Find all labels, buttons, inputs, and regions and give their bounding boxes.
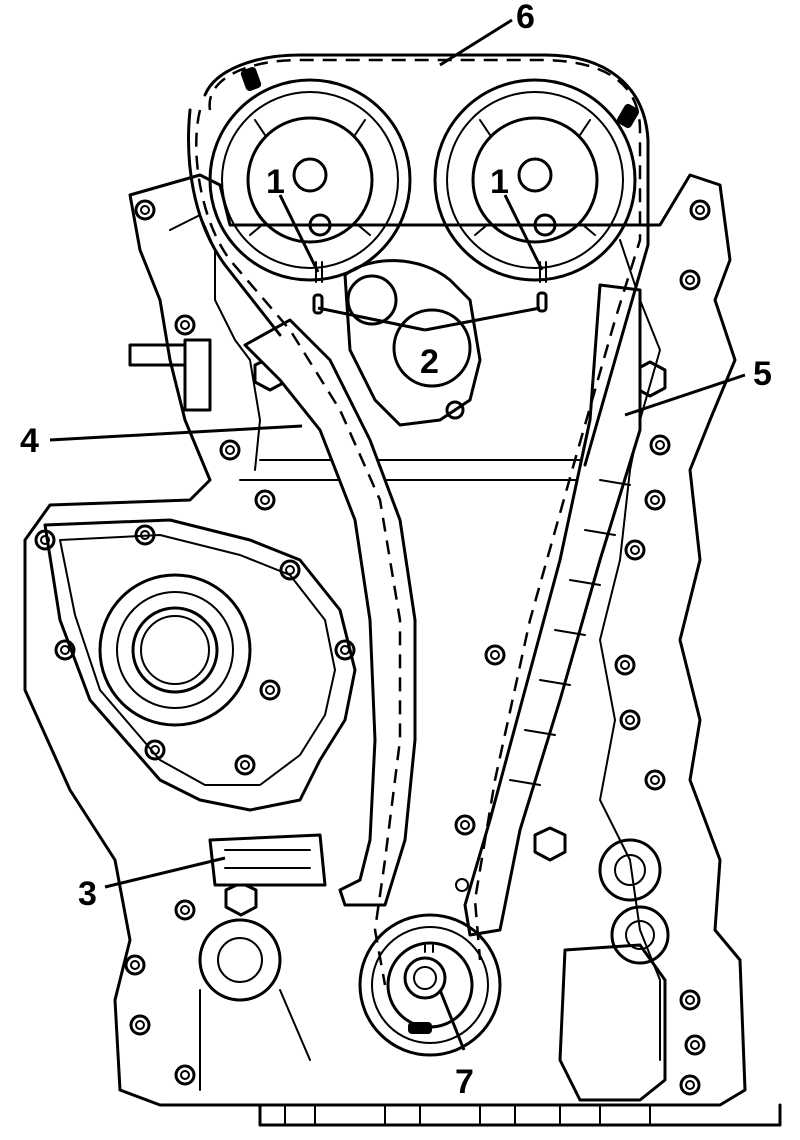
tensioner-guide-rail [243,318,417,907]
hex-bolt [224,881,258,917]
callout-2: 2 [420,343,439,381]
callout-7: 7 [455,1063,474,1101]
bolt-head [54,639,76,661]
bolt-head [484,644,506,666]
bolt-head [644,489,666,511]
bolt-group [34,199,711,1096]
timing-marks [312,291,548,315]
bolt-head [454,814,476,836]
bolt-head [134,199,156,221]
bolt-head [259,679,281,701]
engine-block-outline [23,173,747,1107]
exhaust-camshaft-sprocket [433,78,637,283]
bolt-head [219,439,241,461]
cam-bearing-boss [343,259,482,427]
lower-left-housing [198,918,311,1091]
coolant-pipe [128,338,212,412]
bolt-head [144,739,166,761]
leader-lines [49,18,746,1051]
callout-6: 6 [516,0,535,36]
bolt-head [174,314,196,336]
bolt-head [684,1034,706,1056]
callout-1-exhaust: 1 [490,163,509,201]
bolt-head [334,639,356,661]
bolt-head [679,1074,701,1096]
bolt-head [279,559,301,581]
bolt-head [174,899,196,921]
bolt-head [129,1014,151,1036]
callout-4: 4 [20,422,39,460]
bolt-head [134,524,156,546]
oil-filter-adapter [558,838,670,1102]
bolt-head [644,769,666,791]
guide-rail-ribs [509,479,631,786]
bolt-head [649,434,671,456]
crankshaft-sprocket [358,878,502,1057]
hex-bolt [533,826,567,862]
callout-1-intake: 1 [266,163,285,201]
bolt-head [34,529,56,551]
timing-chain [187,53,650,986]
bolt-head [619,709,641,731]
callout-5: 5 [753,355,772,393]
bolt-head [124,954,146,976]
bolt-head [234,754,256,776]
bolt-head [679,269,701,291]
colored-chain-link [617,103,639,129]
block-upper-deck [239,459,601,481]
bolt-head [254,489,276,511]
bolt-head [624,539,646,561]
colored-chain-link [240,67,262,91]
water-pump-housing [43,518,357,812]
bolt-head [614,654,636,676]
fixed-guide-rail [463,283,642,937]
chain-tensioner [208,833,327,887]
bolt-head [679,989,701,1011]
callout-3: 3 [78,875,97,913]
intake-camshaft-sprocket [208,78,412,283]
bolt-head [174,1064,196,1086]
oil-pan-flange [258,1103,782,1127]
bolt-head [689,199,711,221]
